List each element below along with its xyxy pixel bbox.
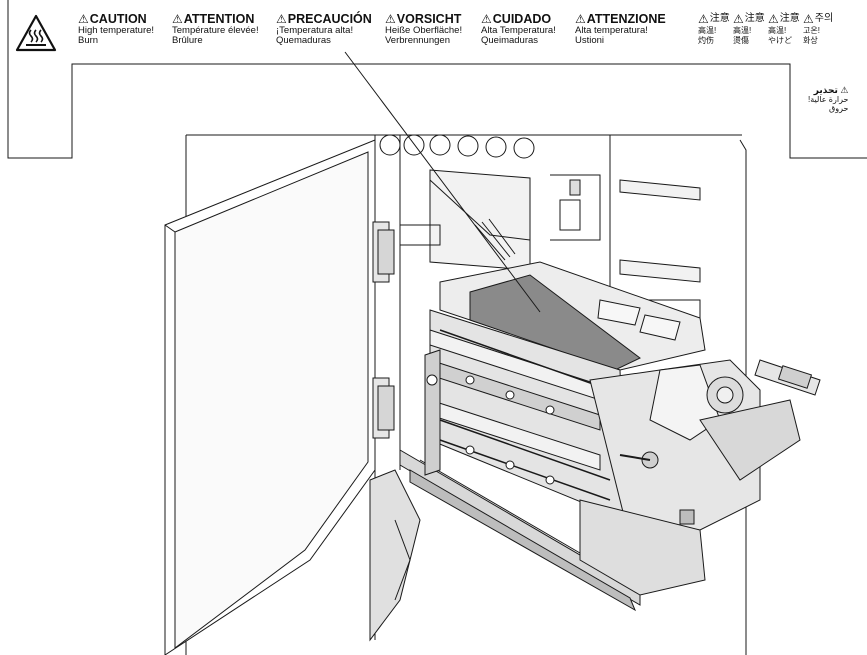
warning-title: VORSICHT [396,12,462,26]
warning-triangle-icon: ⚠ [733,12,744,26]
warning-ar: ⚠ تحذير حرارة عالية! حروق [808,85,849,114]
warning-line2: やけど [768,36,792,45]
warning-line1: Alta Temperatura! [481,25,556,36]
warning-title: 注意 [744,13,765,24]
warning-line1: 高温! [698,26,717,35]
warning-triangle-icon: ⚠ [481,12,492,26]
warning-zh-cn: ⚠注意高温!灼伤 [698,12,730,46]
warning-line2: Brûlure [172,35,203,46]
warning-ar-line2: حروق [829,104,849,113]
warning-line1: ¡Temperatura alta! [276,25,354,36]
warning-line1: High temperature! [78,25,155,36]
warning-ar-title: تحذير [813,85,838,95]
warning-line2: 燙傷 [733,36,749,45]
warning-triangle-icon: ⚠ [768,12,779,26]
leader-line [344,51,541,313]
warning-ar-line1: حرارة عالية! [808,95,849,104]
warning-zh-tw: ⚠注意高溫!燙傷 [733,12,765,46]
caution-label-panel [7,0,867,159]
warning-line2: Queimaduras [481,35,539,46]
warning-ja: ⚠注意高温!やけど [768,12,800,46]
warning-line2: 灼伤 [698,36,714,45]
warning-line1: Température élevée! [172,25,259,36]
warning-line1: Heiße Oberfläche! [385,25,463,36]
front-door [164,139,421,655]
warning-title: ATTENZIONE [586,12,666,26]
warning-line1: 高温! [768,26,787,35]
warning-triangle-icon: ⚠ [78,12,89,26]
warning-title: 注意 [779,13,800,24]
hot-surface-icon [15,14,57,52]
warning-title: ATTENTION [183,12,255,26]
fuser-unit [424,261,821,596]
warning-line2: Quemaduras [276,35,331,46]
warning-line1: 고온! [803,26,820,35]
warning-line2: 화상 [803,36,818,45]
warning-triangle-icon: ⚠ [172,12,183,26]
warning-title: 주의 [814,13,834,24]
warning-line2: Verbrennungen [385,35,450,46]
warning-es: ⚠PRECAUCIÓN¡Temperatura alta!Quemaduras [276,12,372,46]
warning-title: PRECAUCIÓN [287,12,372,26]
warning-triangle-icon: ⚠ [276,12,287,26]
warning-triangle-icon: ⚠ [385,12,396,26]
warning-triangle-icon: ⚠ [840,85,849,95]
warning-line1: 高溫! [733,26,752,35]
warning-line2: Ustioni [575,35,605,46]
warning-title: CAUTION [89,12,147,26]
warning-title: CUIDADO [492,12,552,26]
warning-triangle-icon: ⚠ [698,12,709,26]
warning-title: 注意 [709,13,730,24]
warning-line1: Alta temperatura! [575,25,648,36]
warning-triangle-icon: ⚠ [575,12,586,26]
warning-triangle-icon: ⚠ [803,12,814,26]
warning-line2: Burn [78,35,99,46]
